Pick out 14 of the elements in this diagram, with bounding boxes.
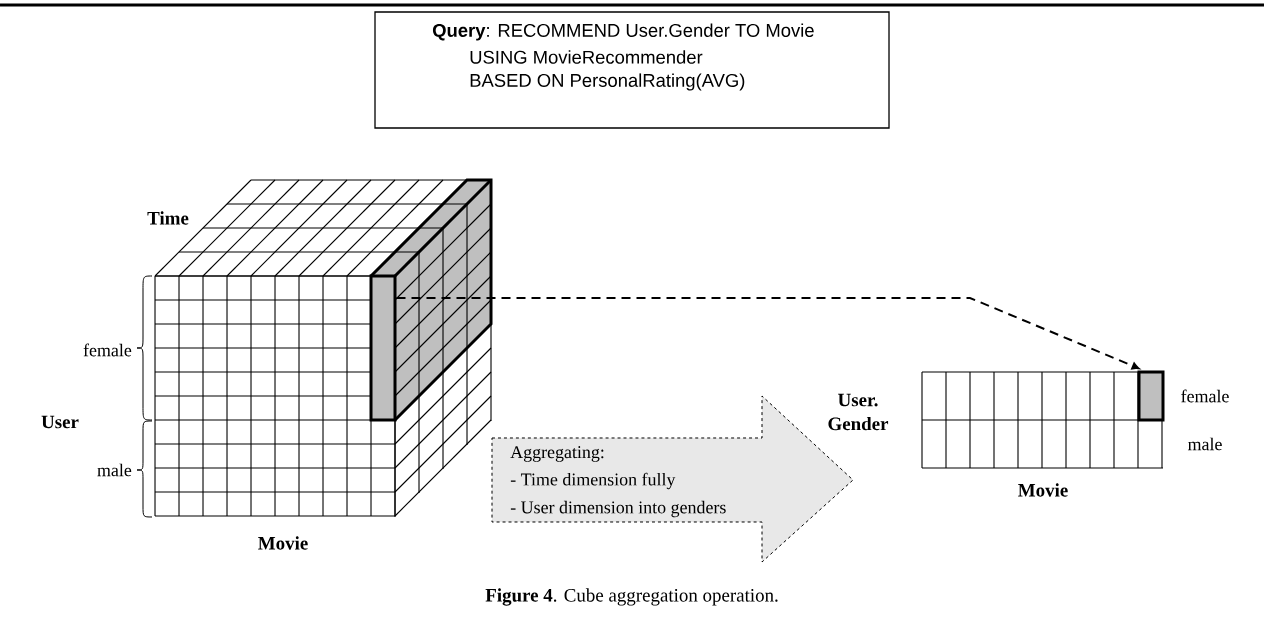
- category-label: female: [1181, 389, 1229, 403]
- category-label: female: [83, 343, 132, 357]
- category-label: male: [97, 463, 132, 477]
- axis-label: User: [41, 415, 79, 429]
- axis-label: Time: [147, 211, 189, 225]
- query-box: Query: RECOMMEND User.Gender TO Movie USING MovieRecommender BASED ON PersonalRating(AVG): [374, 11, 890, 129]
- axis-label: User. Gender: [828, 393, 889, 431]
- axis-label: Movie: [1018, 483, 1068, 497]
- dashed-arrow: [395, 297, 1140, 370]
- category-label: male: [1187, 437, 1222, 451]
- axis-label: Movie: [258, 536, 308, 550]
- figure-caption: Figure 4. Cube aggregation operation.: [485, 588, 778, 606]
- selected-slice: [369, 274, 397, 422]
- selected-cell: [1137, 370, 1165, 422]
